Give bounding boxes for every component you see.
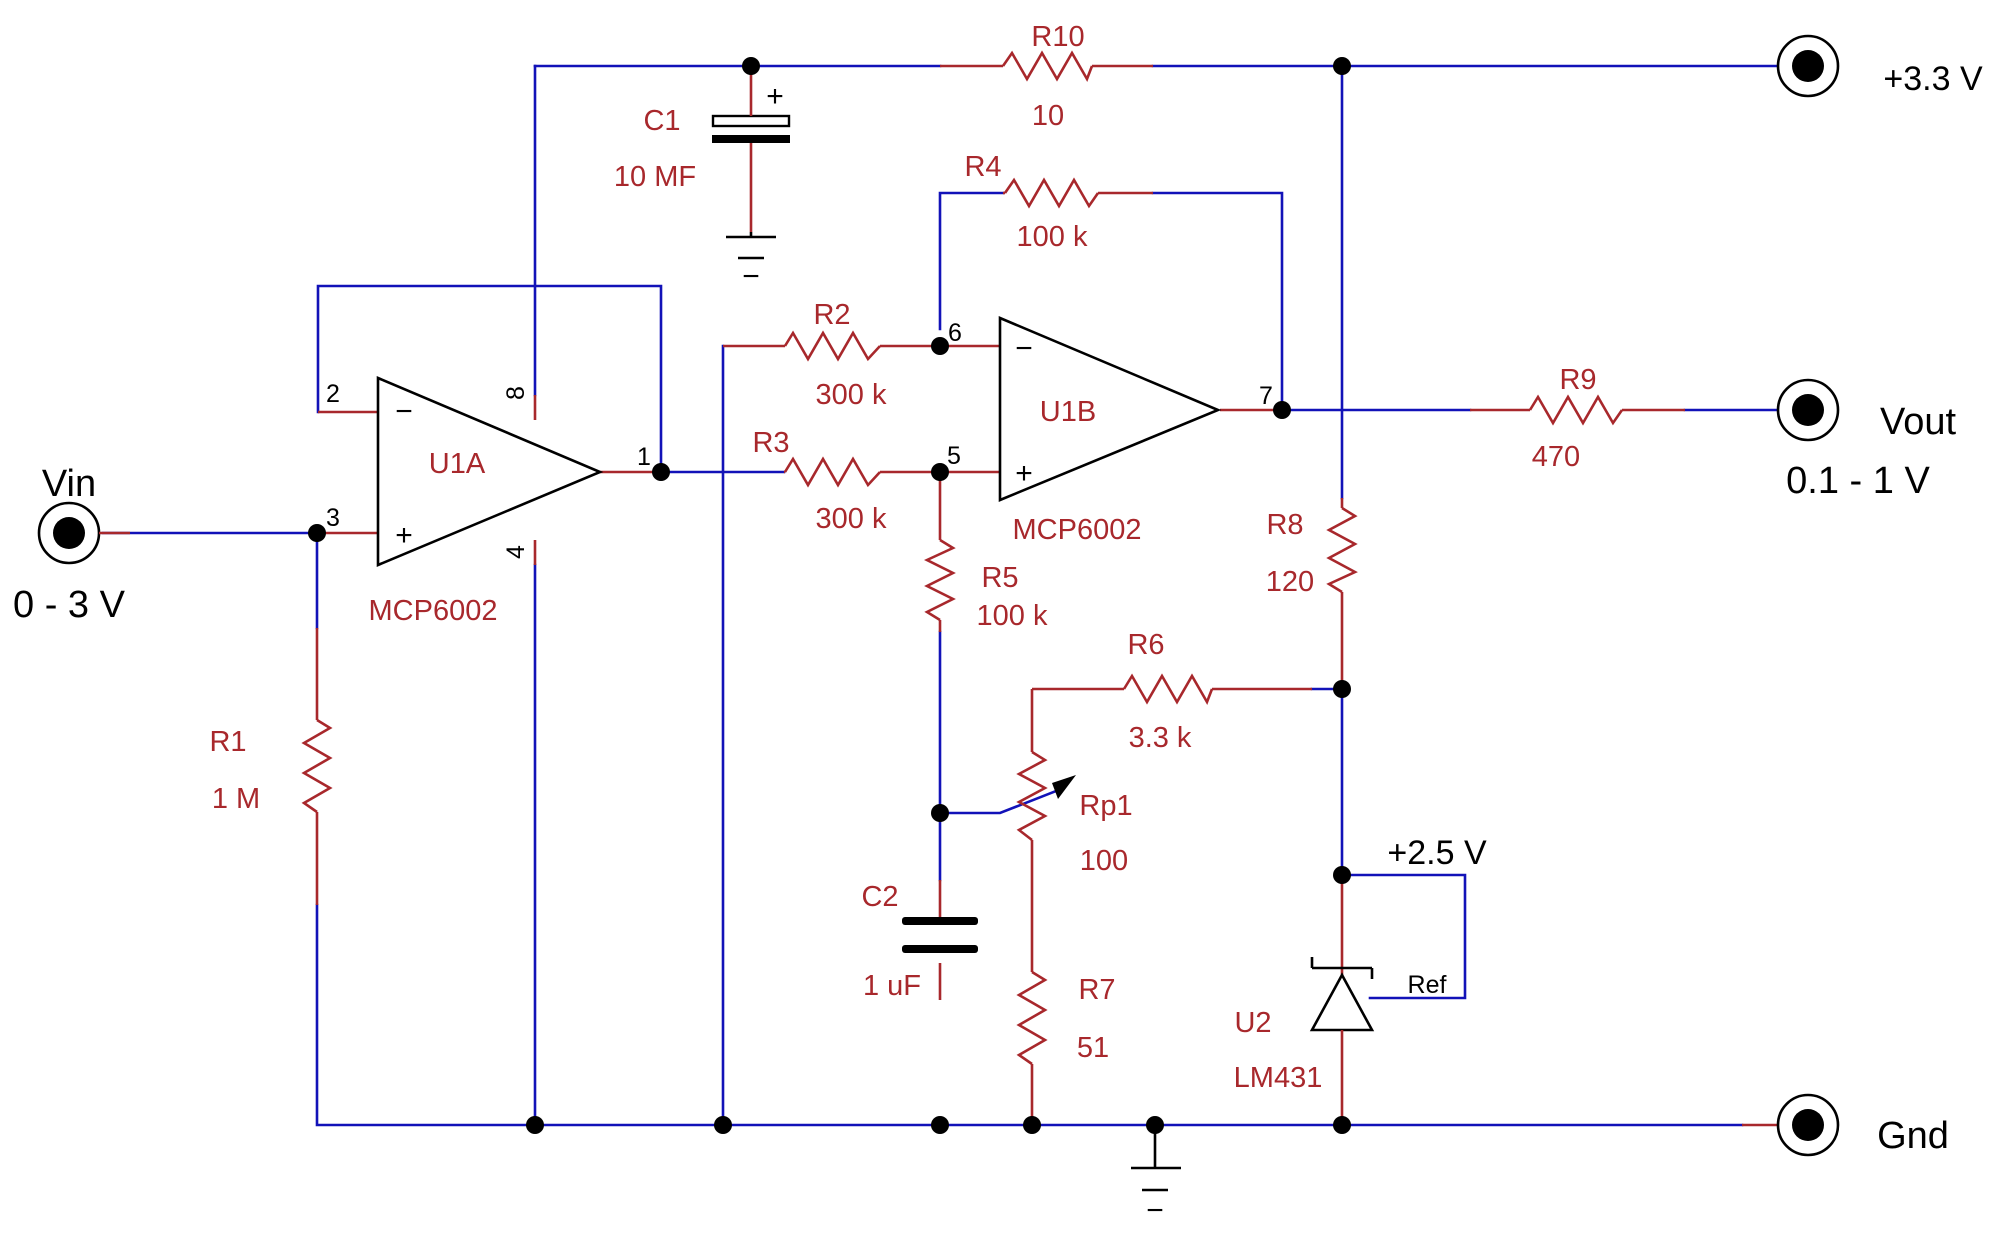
component-leads [315,64,1778,1127]
capacitor-c1 [711,106,791,146]
pin-7: 7 [1259,382,1273,410]
terminal-vcc[interactable] [1776,34,1840,98]
ground-symbol-main [1131,1125,1181,1192]
r6-value: 3.3 k [1129,722,1192,754]
vcc-label: +3.3 V [1883,60,1983,98]
resistor-r4 [1003,177,1100,209]
vout-label: Vout [1880,401,1957,443]
r2-value: 300 k [816,379,887,411]
resistor-r10 [1001,50,1094,83]
r2-ref: R2 [813,299,850,331]
vref-net-label: +2.5 V [1387,834,1487,872]
potentiometer-arrow-icon [1052,775,1076,799]
r3-ref: R3 [752,427,789,459]
c2-value: 1 uF [863,970,921,1002]
resistor-r6 [1122,673,1214,706]
c1-value: 10 MF [614,161,696,193]
rp1-ref: Rp1 [1079,790,1132,822]
potentiometer-rp1 [1016,750,1048,842]
resistor-r2 [783,330,881,362]
gnd-label: Gnd [1877,1115,1949,1157]
ground-symbol-c1 [726,232,776,260]
resistor-r8 [1326,506,1358,594]
r5-ref: R5 [981,562,1018,594]
u1b-part: MCP6002 [1013,514,1142,546]
r10-ref: R10 [1031,21,1084,53]
r6-ref: R6 [1127,629,1164,661]
pin-6: 6 [948,319,962,347]
shunt-regulator-u2 [1309,957,1375,1035]
c1-ref: C1 [643,105,680,137]
u1a-part: MCP6002 [369,595,498,627]
pin-3: 3 [326,504,340,532]
terminal-vin[interactable] [37,501,130,565]
r7-ref: R7 [1078,974,1115,1006]
ground-minus-main: − [1146,1194,1164,1227]
resistor-r5 [923,538,956,622]
terminal-vout[interactable] [1776,378,1840,442]
ground-minus-c1: − [742,260,760,293]
r7-value: 51 [1077,1032,1109,1064]
pin-5: 5 [947,442,961,470]
pin-4: 4 [502,545,530,559]
r8-ref: R8 [1266,509,1303,541]
r1-ref: R1 [209,726,246,758]
vin-label: Vin [42,463,96,505]
c1-polarity: + [766,80,784,113]
vin-range: 0 - 3 V [13,584,126,626]
r3-value: 300 k [816,503,887,535]
r10-value: 10 [1032,100,1064,132]
pin-2: 2 [326,380,340,408]
u1b-inverting-sign: − [1015,332,1033,365]
pin-8: 8 [502,386,530,400]
junction-dots [308,57,1351,1134]
capacitor-c2 [902,917,978,953]
u1a-inverting-sign: − [395,395,413,428]
resistor-r1 [301,718,333,814]
opamp-u1a [376,376,604,567]
resistor-r7 [1016,970,1048,1066]
u1a-noninverting-sign: + [395,519,413,552]
u2-ref: U2 [1234,1007,1271,1039]
u2-part: LM431 [1234,1062,1323,1094]
pin-1: 1 [637,443,651,471]
resistor-r3 [783,456,881,488]
r1-value: 1 M [212,783,260,815]
r8-value: 120 [1266,566,1314,598]
u1b-ref: U1B [1040,396,1096,428]
wires [101,64,1780,1127]
r4-ref: R4 [964,151,1001,183]
r5-value: 100 k [977,600,1048,632]
u1a-ref: U1A [429,448,486,480]
u1b-noninverting-sign: + [1015,457,1033,490]
rp1-value: 100 [1080,845,1128,877]
u2-ref-pin: Ref [1408,971,1447,999]
c2-ref: C2 [861,881,898,913]
r4-value: 100 k [1017,221,1088,253]
r9-ref: R9 [1559,364,1596,396]
opamp-u1b [998,316,1222,502]
terminal-gnd[interactable] [1776,1093,1840,1157]
resistor-r9 [1528,394,1624,426]
r9-value: 470 [1532,441,1580,473]
vout-range: 0.1 - 1 V [1786,460,1930,502]
